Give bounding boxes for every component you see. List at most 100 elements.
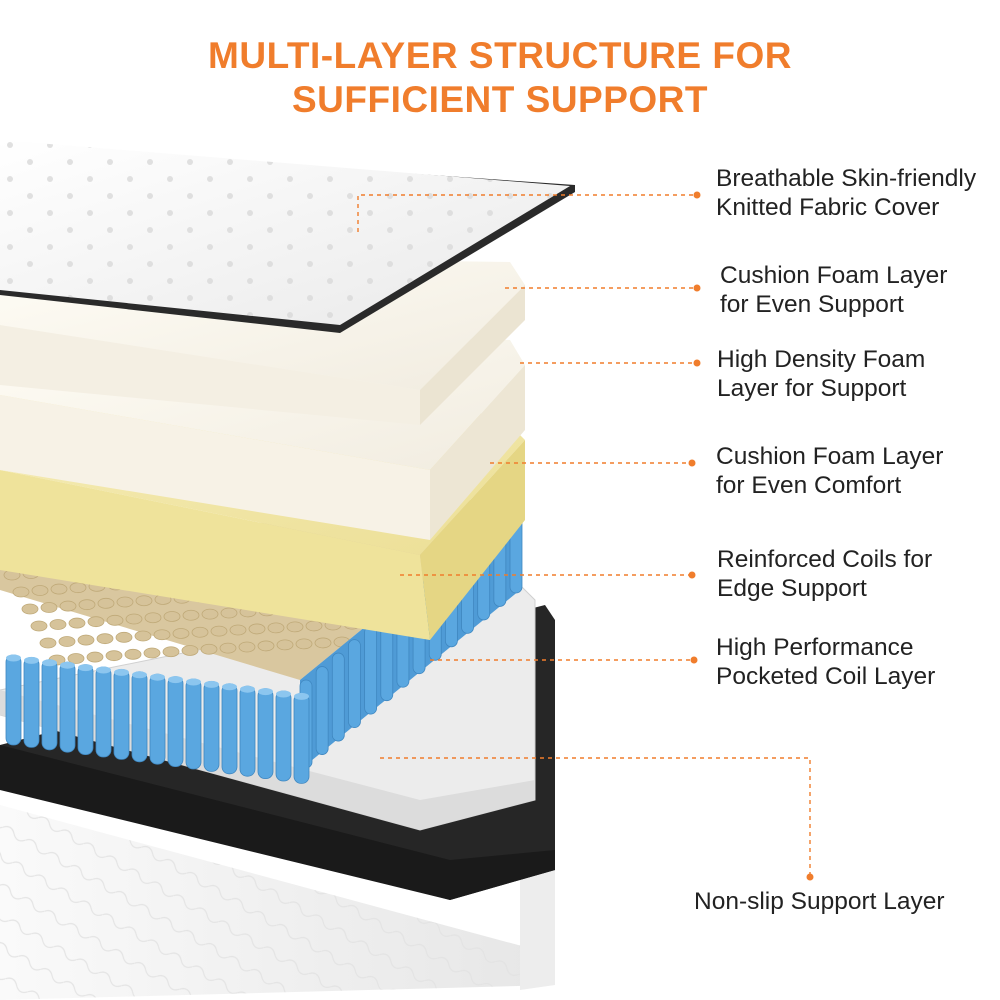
coil-top — [68, 617, 86, 629]
coil-top — [105, 650, 123, 662]
coil-top — [31, 585, 49, 596]
leader-dot — [688, 459, 696, 467]
label-reinforced-coils: Reinforced Coils for Edge Support — [717, 546, 933, 602]
coil-top — [135, 595, 153, 607]
coil-top — [59, 600, 77, 612]
coil-column — [203, 681, 220, 772]
coil-top — [257, 640, 275, 652]
coil-column — [221, 683, 238, 775]
coil-column-cap — [240, 685, 255, 693]
coil-column — [77, 664, 94, 755]
coil-column-cap — [78, 664, 93, 672]
leader-line — [380, 757, 811, 875]
coil-column — [59, 661, 76, 753]
coil-column — [167, 676, 184, 767]
coil-column-cap — [258, 688, 273, 696]
leader-lines — [357, 191, 814, 881]
coil-column — [185, 678, 202, 770]
coil-top — [124, 648, 142, 660]
coil-column-cap — [132, 671, 147, 679]
fabric-cover-layer — [0, 140, 575, 333]
coil-top — [77, 634, 95, 646]
coil-column-cap — [60, 661, 75, 669]
coil-top — [144, 612, 162, 624]
coil-column-cap — [96, 666, 111, 674]
coil-column-cap — [24, 656, 39, 664]
coil-top — [39, 637, 57, 649]
coil-top — [50, 583, 68, 595]
coil-top — [58, 636, 76, 647]
coil-top — [67, 653, 85, 664]
coil-column-cap — [150, 673, 165, 681]
coil-top — [172, 628, 190, 639]
leader-dot — [806, 873, 814, 881]
coil-top — [125, 613, 143, 625]
coil-top — [115, 631, 133, 643]
coil-column — [113, 669, 130, 760]
coil-top — [238, 641, 256, 653]
coil-column — [293, 693, 310, 784]
coil-top — [295, 638, 313, 650]
coil-top — [96, 633, 114, 645]
coil-column — [41, 659, 58, 751]
coil-top — [134, 630, 152, 642]
coil-top — [314, 637, 332, 649]
leader-dot — [693, 284, 701, 292]
coil-side-column — [364, 625, 378, 715]
coil-top — [106, 614, 124, 626]
coil-side-column — [331, 652, 345, 742]
coil-column-cap — [276, 690, 291, 698]
coil-top — [153, 629, 171, 641]
label-non-slip: Non-slip Support Layer — [694, 888, 945, 915]
coil-top — [78, 599, 96, 611]
yellow-front — [0, 470, 430, 640]
coil-top — [86, 651, 104, 663]
coil-top — [49, 619, 67, 630]
coil-column-cap — [42, 659, 57, 667]
coil-top — [182, 609, 200, 621]
coil-top — [229, 624, 247, 636]
coil-column — [5, 654, 22, 746]
label-high-density: High Density Foam Layer for Support — [717, 346, 926, 402]
coil-top — [143, 647, 161, 659]
cushion-front — [0, 325, 420, 425]
base-black-band-side — [0, 745, 555, 900]
coil-column — [131, 671, 148, 763]
label-fabric-cover: Breathable Skin-friendly Knitted Fabric … — [716, 165, 977, 221]
coil-top — [21, 603, 39, 615]
coil-top — [220, 607, 238, 619]
coil-top — [286, 621, 304, 633]
title-line-1: MULTI-LAYER STRUCTURE FOR — [208, 35, 792, 76]
coil-top — [87, 616, 105, 628]
coil-top — [40, 602, 58, 613]
leader-dot — [690, 656, 698, 664]
coil-top — [162, 646, 180, 658]
coil-top — [12, 586, 30, 598]
coil-top — [200, 643, 218, 655]
coil-column-cap — [294, 692, 309, 700]
cushion-right — [420, 285, 525, 425]
coil-front-columns — [5, 654, 310, 784]
coil-top — [97, 597, 115, 609]
cover-knit-pattern — [0, 140, 570, 325]
label-pocketed-coil: High Performance Pocketed Coil Layer — [716, 634, 936, 690]
coil-top — [30, 620, 48, 632]
coil-top — [267, 622, 285, 634]
coil-column — [275, 690, 292, 782]
coil-top — [201, 608, 219, 620]
page-title: MULTI-LAYER STRUCTURE FOR SUFFICIENT SUP… — [150, 34, 850, 122]
coil-top — [248, 623, 266, 635]
coil-top — [210, 625, 228, 637]
leader-dot — [693, 191, 701, 199]
coil-column — [149, 673, 166, 765]
hd-foam-front — [0, 395, 430, 540]
coil-column — [239, 685, 256, 777]
coil-top — [276, 639, 294, 651]
leader-dot — [693, 359, 701, 367]
coil-top — [219, 642, 237, 654]
yellow-right — [420, 440, 525, 640]
coil-right-columns — [299, 504, 523, 769]
label-cushion-comfort: Cushion Foam Layer for Even Comfort — [716, 443, 944, 499]
label-cushion-support: Cushion Foam Layer for Even Support — [720, 262, 948, 318]
